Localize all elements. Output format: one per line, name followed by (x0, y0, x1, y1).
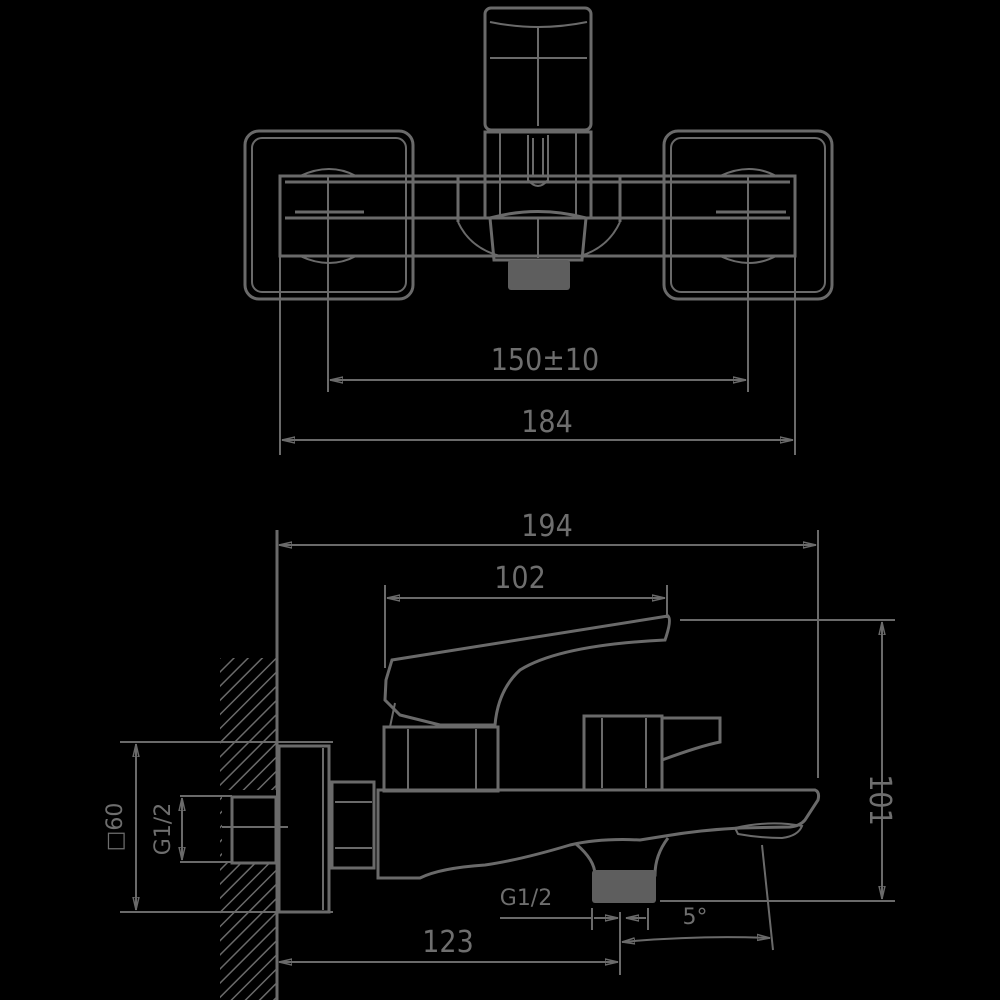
dim-label-flange-size: □60 (103, 803, 128, 852)
side-flange (277, 744, 331, 914)
dim-label-inlet-spacing: 150±10 (491, 343, 599, 378)
nut (330, 780, 376, 870)
dim-label-handle-length: 102 (494, 561, 546, 596)
top-view: 150±10 184 (243, 6, 834, 455)
dim-label-overall-length: 194 (521, 509, 573, 544)
dim-label-height: 101 (862, 774, 897, 826)
side-view: 194 102 101 □60 G1/2 G1/2 5° 123 (103, 509, 897, 1000)
dim-label-inlet-thread: G1/2 (151, 803, 176, 855)
diverter-body (582, 714, 664, 792)
dim-label-wall-to-outlet: 123 (422, 925, 474, 960)
handle-top (483, 6, 593, 132)
angle-arc (622, 937, 770, 942)
spout-axis (761, 844, 774, 951)
dim-label-outlet-thread: G1/2 (500, 886, 552, 911)
wall-pipe (230, 795, 278, 865)
dim-label-spout-angle: 5° (683, 905, 708, 930)
cartridge-housing (382, 725, 500, 793)
outlet-thread-side (592, 870, 656, 903)
faucet-body (376, 788, 821, 880)
diverter-knob (661, 716, 722, 762)
dim-label-overall-width: 184 (521, 405, 573, 440)
outlet-thread-top (508, 260, 570, 290)
handle-lever (383, 614, 671, 727)
